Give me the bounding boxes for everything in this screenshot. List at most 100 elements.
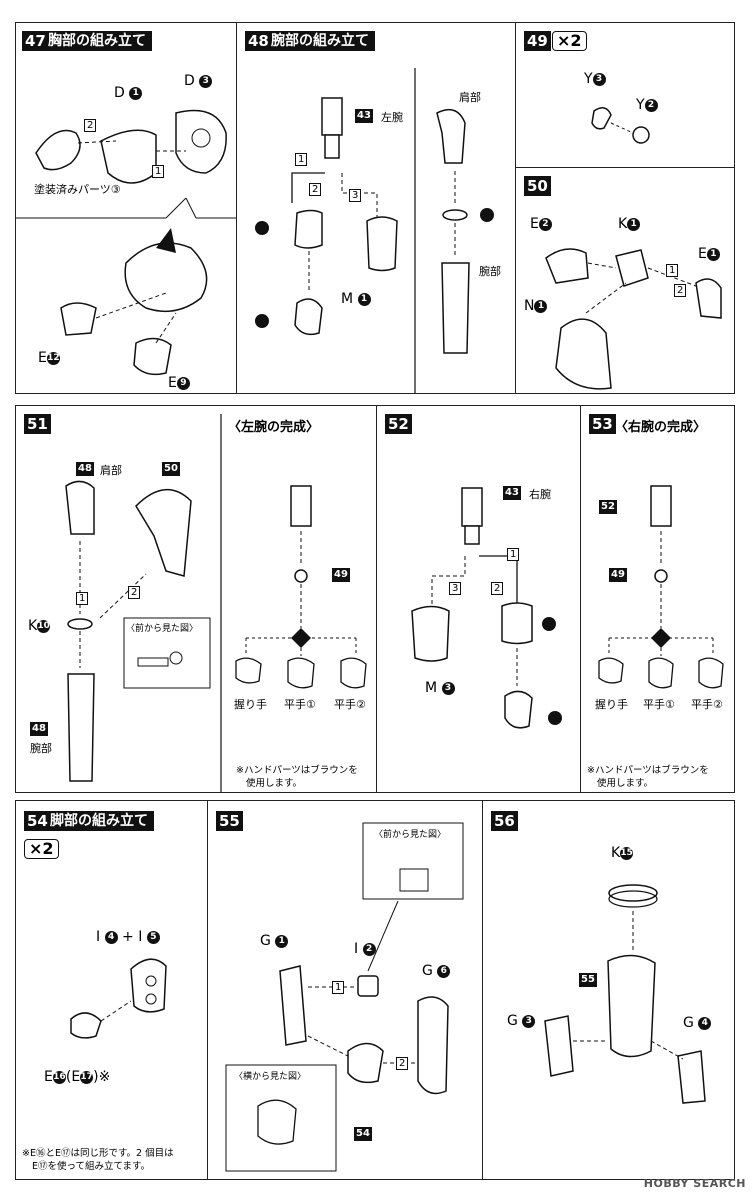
part-label-i2: I 2 [354, 941, 376, 957]
step-number: 48 [245, 31, 272, 51]
order-1: 1 [507, 548, 520, 561]
part-label-g3: G 3 [507, 1013, 536, 1029]
part-ref-48b: 48 [30, 722, 48, 736]
order-1: 1 [152, 165, 165, 178]
hand-note-line2: 使用します。 [597, 778, 654, 789]
leg-join-illustration [225, 822, 464, 1172]
order-2: 2 [491, 582, 504, 595]
step-55-panel: 55 G 1 I 2 G 6 〈前から見た図〉 〈横から見た図〉 54 1 2 [207, 800, 483, 1180]
step-56-panel: 56 K15 55 G 3 G 4 [482, 800, 735, 1180]
part-ref-55: 55 [579, 973, 597, 987]
step-number: 49 [524, 31, 551, 51]
part-label-e16-e17: E16(E17)※ [44, 1069, 111, 1085]
step-48-panel: 48 腕部の組み立て 43 左腕 肩部 腕部 1 2 3 M 1 [236, 22, 516, 394]
part-label-g6: G 6 [422, 963, 451, 979]
step-title: 腕部の組み立て [269, 31, 375, 51]
watermark: HOBBY SEARCH [643, 1177, 746, 1190]
backpack-assembly-illustration [545, 248, 722, 390]
part-label-k10: K10 [28, 618, 51, 634]
hand-flat-1: 平手① [284, 698, 316, 711]
step-title: 脚部の組み立て [48, 811, 154, 831]
front-view-caption: 〈前から見た図〉 [374, 830, 447, 840]
step-number: 53 [589, 414, 616, 434]
order-1: 1 [76, 592, 89, 605]
step-54-panel: 54 脚部の組み立て ×2 I 4 + I 5 E16(E17)※ ※E⑯とE⑰… [15, 800, 208, 1180]
order-2: 2 [128, 586, 141, 599]
part-ref-52: 52 [599, 500, 617, 514]
step-number: 47 [22, 31, 49, 51]
multiplier-badge: ×2 [552, 31, 587, 51]
arm-assembly-illustration [255, 68, 494, 393]
right-arm-assembly-illustration [411, 487, 562, 729]
left-arm-complete-title: 〈左腕の完成〉 [228, 420, 320, 435]
leg-assembly-illustration [70, 958, 167, 1039]
part-label-d1: D 1 [114, 85, 143, 101]
part-ref-43: 43 [355, 109, 373, 123]
hand-note-line1: ※ハンドパーツはブラウンを [236, 765, 358, 776]
left-arm-label: 左腕 [381, 111, 403, 124]
leg-finish-illustration [544, 884, 706, 1104]
side-view-caption: 〈横から見た図〉 [234, 1072, 307, 1082]
hand-fist: 握り手 [595, 698, 628, 711]
step-number: 52 [385, 414, 412, 434]
part-label-m1: M 1 [341, 291, 371, 307]
multiplier-badge: ×2 [24, 839, 59, 859]
part-label-e12: E12 [38, 350, 60, 366]
right-arm-complete-illustration [598, 485, 724, 689]
front-view-caption: 〈前から見た図〉 [126, 624, 199, 634]
step-51-panel: 51 48 肩部 50 K10 〈前から見た図〉 48 腕部 1 2 〈左腕の完… [15, 405, 377, 793]
part-label-g1: G 1 [260, 933, 289, 949]
order-2: 2 [84, 119, 97, 132]
arm-label: 腕部 [479, 265, 501, 278]
chest-assembly-illustration [16, 109, 236, 376]
step-number: 56 [491, 811, 518, 831]
order-2: 2 [309, 183, 322, 196]
step-53-panel: 53 〈右腕の完成〉 52 49 握り手 平手① 平手② ※ハンドパーツはブラウ… [580, 405, 735, 793]
part-label-k15: K15 [611, 845, 634, 861]
step-number: 55 [216, 811, 243, 831]
hand-flat-1: 平手① [643, 698, 675, 711]
arm-join-illustration [65, 414, 367, 792]
hand-note-line2: 使用します。 [246, 778, 303, 789]
part-ref-48: 48 [76, 462, 94, 476]
step-52-panel: 52 43 右腕 1 2 3 M 3 [376, 405, 581, 793]
painted-parts-label: 塗装済みパーツ③ [34, 183, 121, 196]
part-ref-54: 54 [354, 1127, 372, 1141]
arm-label: 腕部 [30, 742, 52, 755]
step-number: 54 [24, 811, 51, 831]
hand-fist: 握り手 [234, 698, 267, 711]
leg-note-line2: E⑰を使って組み立てます。 [32, 1161, 151, 1172]
ball-joint-illustration [591, 107, 650, 144]
hand-note-line1: ※ハンドパーツはブラウンを [587, 765, 709, 776]
part-label-m3: M 3 [425, 680, 455, 696]
part-ref-49: 49 [609, 568, 627, 582]
part-label-g4: G 4 [683, 1015, 712, 1031]
step-title: 〈右腕の完成〉 [615, 420, 707, 435]
part-label-d3: D 3 [184, 73, 213, 89]
order-1: 1 [295, 153, 308, 166]
part-ref-50: 50 [162, 462, 180, 476]
order-2: 2 [396, 1057, 409, 1070]
hand-flat-2: 平手② [691, 698, 723, 711]
part-label-i4-i5: I 4 + I 5 [96, 929, 160, 945]
part-ref-49: 49 [332, 568, 350, 582]
part-ref-43: 43 [503, 486, 521, 500]
right-arm-label: 右腕 [529, 488, 551, 501]
order-3: 3 [349, 189, 362, 202]
hand-flat-2: 平手② [334, 698, 366, 711]
leg-note-line1: ※E⑯とE⑰は同じ形です。2 個目は [22, 1148, 174, 1159]
step-number: 50 [524, 176, 551, 196]
shoulder-label: 肩部 [459, 91, 481, 104]
step-number: 51 [24, 414, 51, 434]
